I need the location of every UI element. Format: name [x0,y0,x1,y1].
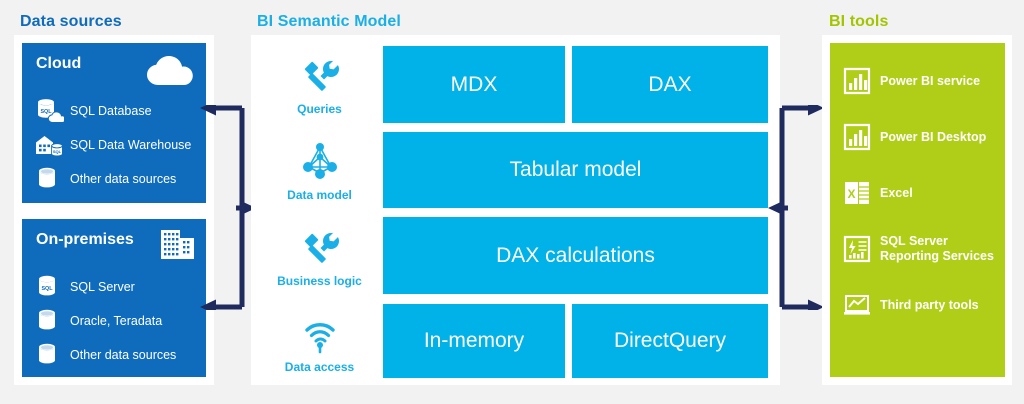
svg-text:SQL: SQL [40,109,52,115]
node-graph-icon [262,141,377,185]
list-item-label: Oracle, Teradata [70,314,163,328]
layer-business-logic[interactable]: Business logic [262,227,377,288]
list-item-label: Third party tools [880,297,979,312]
box-tabular-model[interactable]: Tabular model [383,132,768,208]
layer-label: Data access [284,360,355,374]
hammer-wrench-icon [262,227,377,271]
svg-text:SQL: SQL [53,149,62,154]
list-item-label: Other data sources [70,348,177,362]
list-item[interactable]: SQL SQL Database [34,96,200,126]
layer-label: Queries [297,102,342,116]
list-item-label: Excel [880,185,913,200]
database-cylinder-icon [34,308,64,334]
data-sources-to-model-connector [196,100,258,315]
list-item-label: Power BI service [880,73,981,88]
line-chart-laptop-icon [842,290,872,320]
layer-label: Business logic [277,274,362,288]
layer-queries[interactable]: Queries [262,55,377,116]
svg-text:SQL: SQL [41,286,53,292]
box-in-memory[interactable]: In-memory [383,304,565,378]
list-item-label: Other data sources [70,172,177,186]
database-cylinder-icon [34,166,64,192]
hammer-wrench-icon [262,55,377,99]
column-title-bi-semantic-model: BI Semantic Model [257,13,401,30]
on-premises-source-list: SQL SQL Server Oracle, Teradata [34,272,200,374]
card-on-premises-heading: On-premises [36,231,134,248]
list-item[interactable]: Other data sources [34,340,200,370]
box-dax[interactable]: DAX [572,46,768,123]
cloud-source-list: SQL SQL Database [34,96,200,198]
panel-data-sources: Cloud SQL SQL Database [14,35,214,385]
office-building-icon [158,225,198,263]
reporting-services-icon [842,234,872,264]
layer-label: Data model [287,188,352,202]
column-title-data-sources: Data sources [20,13,122,30]
list-item[interactable]: Oracle, Teradata [34,306,200,336]
list-item[interactable]: Power BI service [842,65,999,97]
box-mdx[interactable]: MDX [383,46,565,123]
wireless-signal-icon [262,313,377,357]
card-on-premises: On-premises [22,219,206,377]
card-cloud: Cloud SQL SQL Database [22,43,206,203]
layer-data-access[interactable]: Data access [262,313,377,374]
model-to-bi-tools-connector [766,100,828,315]
list-item-label: SQL Server [70,280,135,294]
list-item-label: SQL Data Warehouse [70,138,192,152]
list-item[interactable]: SQL SQL Server [34,272,200,302]
list-item-label: Power BI Desktop [880,129,987,144]
bi-tools-list: Power BI service Power BI Desktop [842,65,999,345]
list-item[interactable]: Third party tools [842,289,999,321]
box-dax-calculations[interactable]: DAX calculations [383,217,768,294]
semantic-model-layer-rail: Queries Data model [262,43,377,377]
column-title-bi-tools: BI tools [829,13,889,30]
box-direct-query[interactable]: DirectQuery [572,304,768,378]
svg-text:X: X [847,187,855,201]
list-item[interactable]: SQL Server Reporting Services [842,233,999,265]
cloud-icon [144,51,196,89]
database-cylinder-icon [34,342,64,368]
list-item[interactable]: X Excel [842,177,999,209]
card-cloud-heading: Cloud [36,55,82,72]
list-item[interactable]: SQL SQL Data Warehouse [34,130,200,160]
excel-icon: X [842,178,872,208]
power-bi-icon [842,66,872,96]
sql-server-icon: SQL [34,274,64,300]
sql-database-cloud-icon: SQL [34,98,64,124]
layer-data-model[interactable]: Data model [262,141,377,202]
list-item-label: SQL Server Reporting Services [880,234,994,263]
list-item[interactable]: Power BI Desktop [842,121,999,153]
list-item-label: SQL Database [70,104,152,118]
card-bi-tools: Power BI service Power BI Desktop [830,43,1005,377]
power-bi-icon [842,122,872,152]
list-item[interactable]: Other data sources [34,164,200,194]
sql-data-warehouse-icon: SQL [34,132,64,158]
